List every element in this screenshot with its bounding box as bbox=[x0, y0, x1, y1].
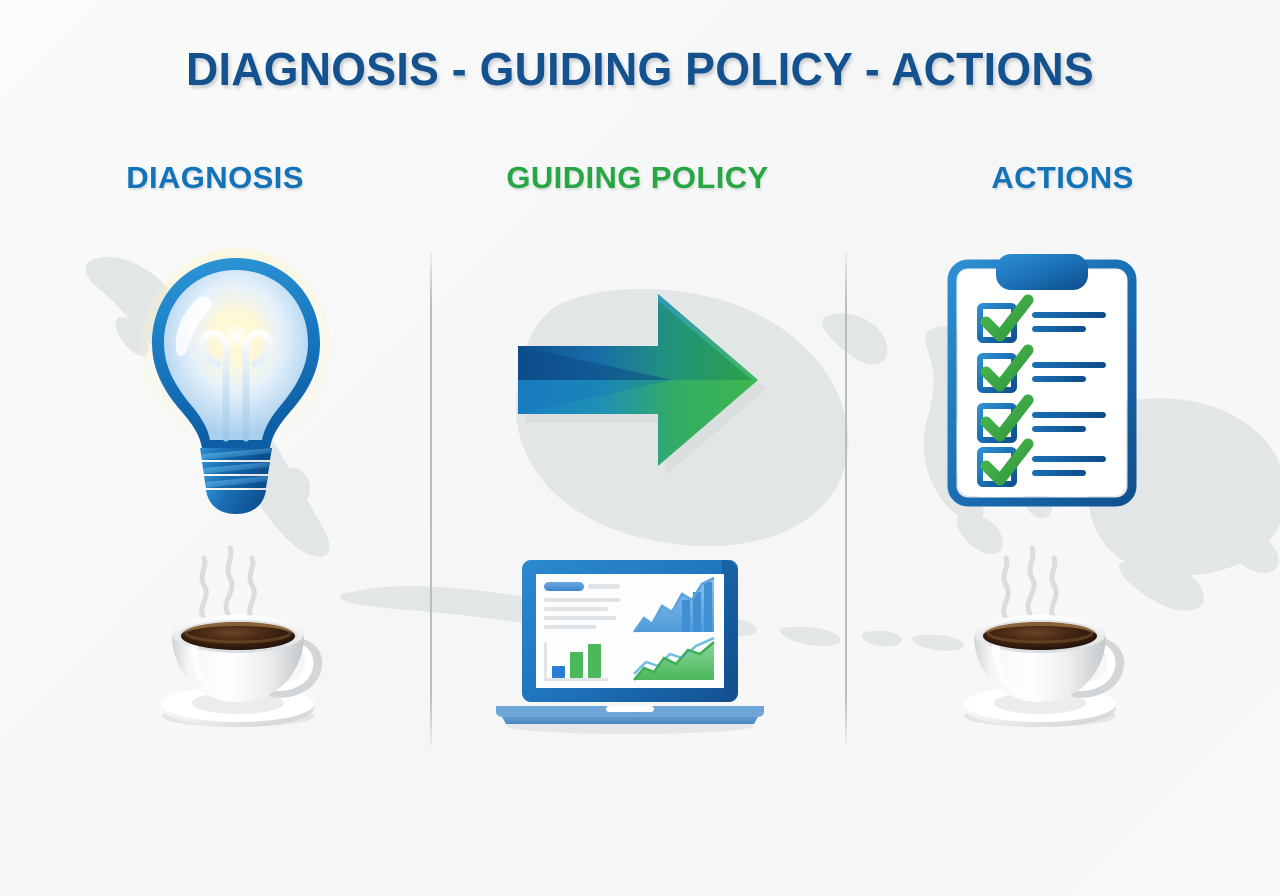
coffee-cup-icon-right bbox=[944, 540, 1140, 730]
column-heading-diagnosis: DIAGNOSIS bbox=[126, 160, 304, 195]
page-title: DIAGNOSIS - GUIDING POLICY - ACTIONS bbox=[186, 43, 1094, 95]
arrow-right-icon bbox=[512, 292, 768, 478]
coffee-cup-icon-left bbox=[142, 540, 338, 730]
page-title-bar: DIAGNOSIS - GUIDING POLICY - ACTIONS bbox=[0, 42, 1280, 96]
column-heading-guiding-policy: GUIDING POLICY bbox=[506, 160, 769, 195]
clipboard-checklist-icon bbox=[936, 250, 1148, 512]
column-divider-right bbox=[845, 252, 847, 746]
column-divider-left bbox=[430, 252, 432, 746]
column-heading-actions: ACTIONS bbox=[991, 160, 1134, 195]
lightbulb-icon bbox=[138, 248, 334, 516]
laptop-dashboard-icon bbox=[486, 556, 774, 734]
